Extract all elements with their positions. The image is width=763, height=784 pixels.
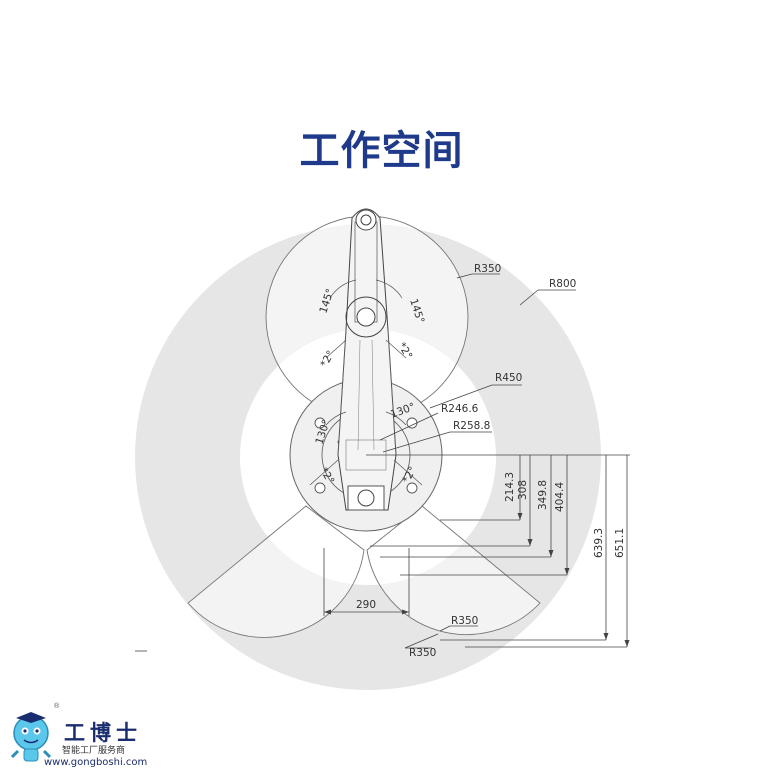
logo-subtitle: 智能工厂服务商 [62, 746, 126, 756]
leader-lines [379, 273, 576, 649]
robot-arm [337, 208, 397, 511]
registered-mark: ® [54, 703, 60, 710]
logo-url: www.gongboshi.com [44, 757, 148, 768]
label-r350-left: R350 [409, 647, 436, 659]
label-r258: R258.8 [453, 420, 490, 432]
label-r246: R246.6 [441, 403, 479, 415]
label-651: 651.1 [614, 528, 626, 558]
angle-arcs [309, 279, 423, 486]
label-r450: R450 [495, 372, 522, 384]
brand-logo[interactable]: ® 工博士 智能工厂服务商 www.gongboshi.com [6, 703, 148, 775]
label-639: 639.3 [593, 528, 605, 558]
label-290: 290 [356, 599, 376, 611]
dimension-arrows [324, 513, 630, 647]
label-r800: R800 [549, 278, 576, 290]
dimension-lines [135, 454, 630, 652]
page-title: 工作空间 [299, 128, 464, 174]
label-308: 308 [517, 480, 529, 500]
label-404: 404.4 [554, 482, 566, 512]
logo-name: 工博士 [64, 720, 142, 745]
lower-right-sector [366, 505, 541, 636]
label-349: 349.8 [537, 480, 549, 510]
label-r350-top: R350 [474, 263, 501, 275]
label-r350-bottom: R350 [451, 615, 478, 627]
lower-left-sector [187, 505, 365, 638]
label-214: 214.3 [504, 472, 516, 502]
mascot-icon [10, 712, 52, 762]
